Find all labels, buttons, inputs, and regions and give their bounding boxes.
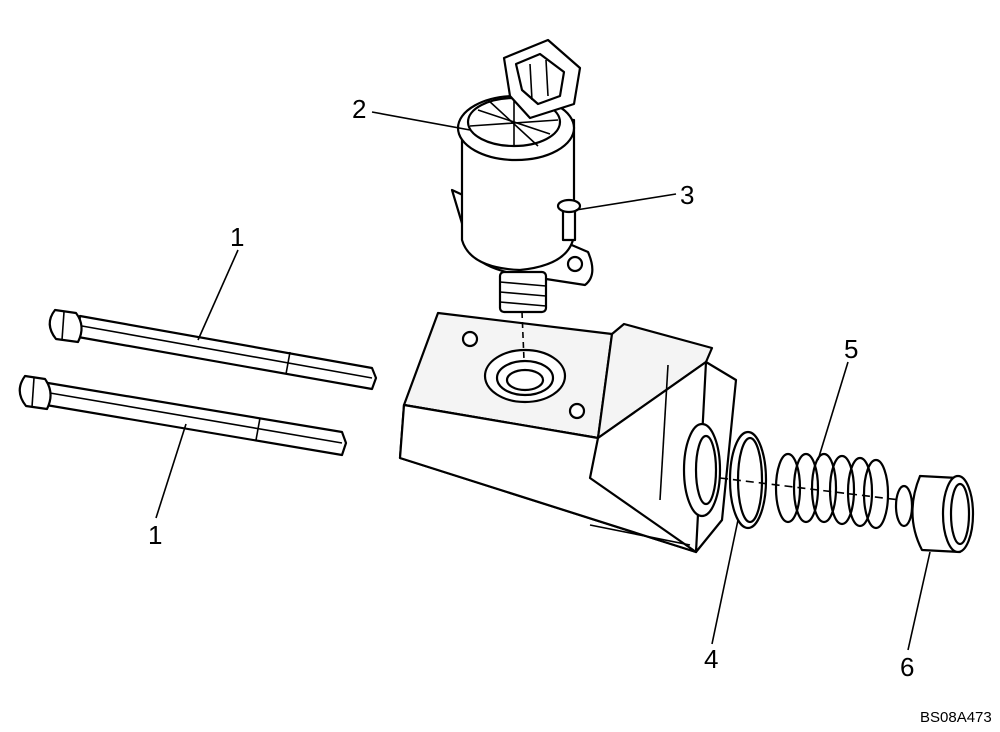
valve-body — [398, 311, 738, 554]
spring — [719, 452, 901, 530]
plug — [894, 474, 975, 554]
leader-lines — [155, 111, 931, 651]
screw — [556, 198, 582, 242]
bolt-lower — [18, 374, 348, 457]
callout-6: 6 — [900, 652, 914, 682]
bolt-upper — [48, 308, 378, 391]
callout-3: 3 — [680, 180, 694, 210]
drawing-code: BS08A473 — [920, 709, 992, 726]
callout-4: 4 — [704, 644, 718, 674]
callout-1-upper: 1 — [230, 222, 244, 252]
callout-1-lower: 1 — [148, 520, 162, 550]
callout-5: 5 — [844, 334, 858, 364]
callout-2: 2 — [352, 94, 366, 124]
